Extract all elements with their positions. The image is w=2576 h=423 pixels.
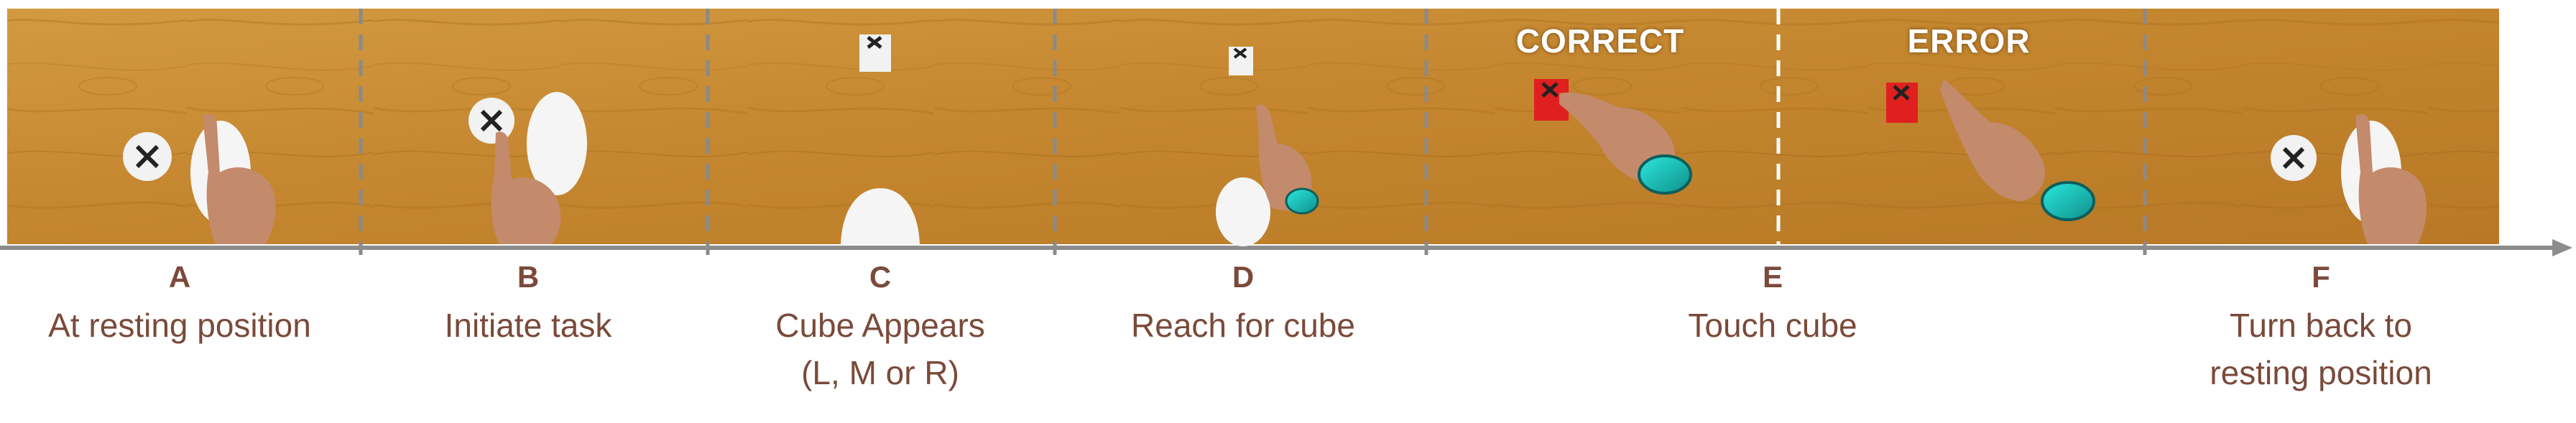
panel-separators — [359, 9, 2147, 255]
red-cube — [1886, 83, 1918, 123]
step-c-label: Cube Appears (L, M or R) — [775, 307, 985, 391]
vr-controller — [2041, 181, 2095, 221]
step-a-label: At resting position — [48, 307, 311, 344]
rest-pad — [527, 92, 587, 195]
step-f-letter: F — [2312, 260, 2330, 294]
panel-b-scene — [468, 92, 587, 244]
step-b-letter: B — [517, 260, 540, 294]
step-e-label: Touch cube — [1688, 307, 1857, 344]
timeline-arrowhead — [2552, 239, 2572, 256]
panel-c-scene — [841, 34, 920, 244]
step-c-letter: C — [869, 260, 892, 294]
rest-pad — [841, 188, 920, 244]
hand — [1256, 104, 1312, 212]
step-d-label: Reach for cube — [1131, 307, 1355, 344]
step-a-letter: A — [168, 260, 191, 294]
rest-pad — [1216, 177, 1270, 246]
hand — [203, 113, 276, 244]
panel-f-scene — [2271, 113, 2427, 244]
panel-d-scene — [1216, 47, 1319, 246]
panel-e-correct-scene — [1534, 79, 1692, 195]
vr-controller — [1638, 154, 1692, 195]
panel-a-scene — [123, 113, 276, 244]
hand — [491, 131, 561, 244]
step-f-label: Turn back to resting position — [2210, 307, 2432, 391]
panel-e-error-scene — [1886, 79, 2095, 221]
outcome-error-label: ERROR — [1907, 22, 2031, 60]
hand — [2355, 113, 2427, 244]
step-b-label: Initiate task — [444, 307, 612, 344]
step-e-letter: E — [1762, 260, 1783, 294]
hand — [1940, 79, 2045, 201]
step-d-letter: D — [1232, 260, 1255, 294]
vr-controller — [1285, 187, 1319, 215]
timeline-axis — [0, 239, 2572, 256]
outcome-correct-label: CORRECT — [1515, 22, 1685, 60]
